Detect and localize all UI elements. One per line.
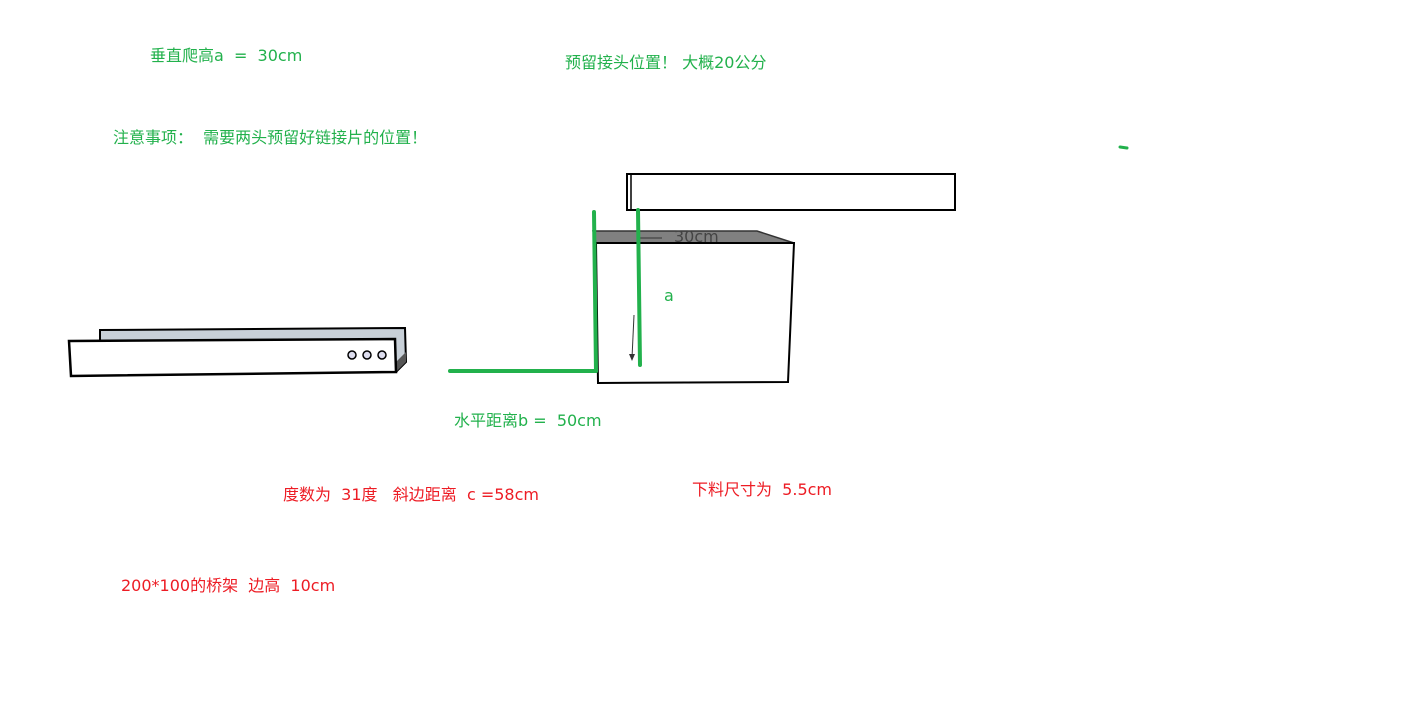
bolt-hole: [377, 350, 387, 360]
green-measure-lines: [448, 145, 1129, 373]
bolt-hole: [347, 350, 357, 360]
angle-hypotenuse-note: 度数为 31度 斜边距离 c =58cm: [283, 485, 539, 504]
reserve-joint-note: 预留接头位置！ 大概20公分: [565, 53, 767, 72]
caution-note: 注意事项： 需要两头预留好链接片的位置！: [113, 128, 428, 147]
box-drawing: [592, 230, 796, 385]
vertical-climb-note: 垂直爬高a = 30cm: [150, 46, 303, 65]
horizontal-distance-note: 水平距离b = 50cm: [454, 411, 602, 430]
upper-tray-drawing: [626, 173, 956, 211]
cable-tray-drawing: [67, 326, 408, 378]
tray-spec-note: 200*100的桥架 边高 10cm: [121, 576, 336, 595]
dimension-30cm-label: 30cm: [674, 227, 719, 246]
label-a: a: [664, 286, 674, 305]
bolt-hole: [362, 350, 372, 360]
cut-size-note: 下料尺寸为 5.5cm: [692, 480, 833, 499]
